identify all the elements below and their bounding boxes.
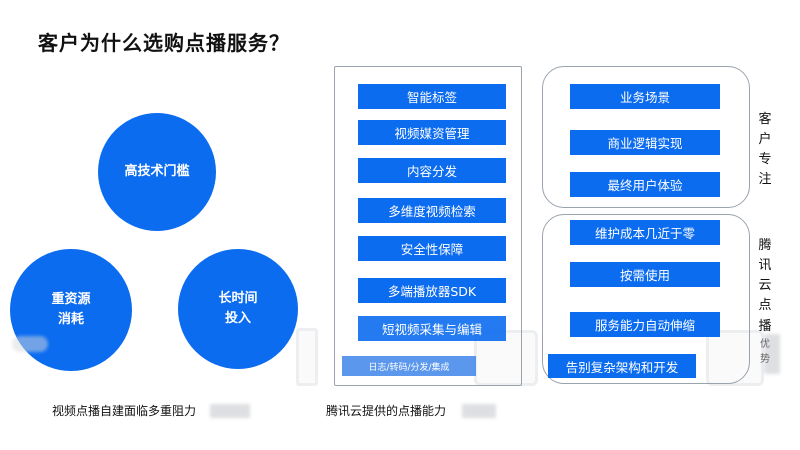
label-char: 户 [758,132,772,148]
label-char: 客 [758,112,772,127]
capability-player-sdk: 多端播放器SDK [358,278,506,303]
blurred-artifact [764,334,780,374]
circle-long-investment: 长时间 投入 [178,249,298,369]
caption-tencent-capabilities: 腾讯云提供的点播能力 [326,404,447,418]
capability-media-asset-mgmt: 视频媒资管理 [358,120,506,145]
advantage-near-zero-maintenance: 维护成本几近于零 [570,220,720,245]
blurred-artifact [462,404,496,418]
ghost-artifact [296,328,318,386]
label-char: 云 [758,278,772,294]
focus-business-logic: 商业逻辑实现 [570,130,720,155]
circle-label-line2: 投入 [224,311,251,326]
advantage-auto-scaling: 服务能力自动伸缩 [570,312,720,337]
focus-business-scenario: 业务场景 [570,84,720,109]
circle-label-line1: 长时间 [218,290,258,306]
label-char: 点 [758,298,772,314]
focus-user-experience: 最终用户体验 [570,172,720,197]
circle-high-tech-barrier: 高技术门槛 [98,113,216,231]
label-char: 播 [758,318,772,334]
capability-content-distribution: 内容分发 [358,158,506,183]
capability-multi-dim-search: 多维度视频检索 [358,198,506,223]
label-char: 腾 [758,238,772,253]
blurred-artifact [210,404,250,418]
tencent-advantage-panel [542,214,750,384]
circle-label: 高技术门槛 [124,163,190,179]
tencent-advantage-label: 腾 讯 云 点 播 优 势 [757,236,773,368]
advantage-no-complex-arch: 告别复杂架构和开发 [548,354,696,378]
capabilities-panel [334,66,522,386]
label-char: 注 [758,172,772,188]
capability-short-video: 短视频采集与编辑 [358,316,506,341]
circle-label-line1: 重资源 [51,291,91,307]
capability-security: 安全性保障 [358,236,506,261]
label-char: 专 [758,152,772,168]
label-char: 讯 [758,258,772,274]
label-char: 优 [760,338,770,350]
capability-smart-tags: 智能标签 [358,84,506,109]
blurred-artifact [12,336,48,352]
caption-self-build-barriers: 视频点播自建面临多重阻力 [52,404,197,418]
customer-focus-panel [542,66,750,208]
circle-heavy-resource: 重资源 消耗 [10,249,132,371]
circle-label-line2: 消耗 [57,312,84,327]
label-char: 势 [760,354,770,366]
customer-focus-label: 客 户 专 注 [757,110,773,191]
capability-log-transcode: 日志/转码/分发/集成 [342,356,476,376]
page-title: 客户为什么选购点播服务？ [38,31,290,55]
advantage-on-demand: 按需使用 [570,262,720,287]
